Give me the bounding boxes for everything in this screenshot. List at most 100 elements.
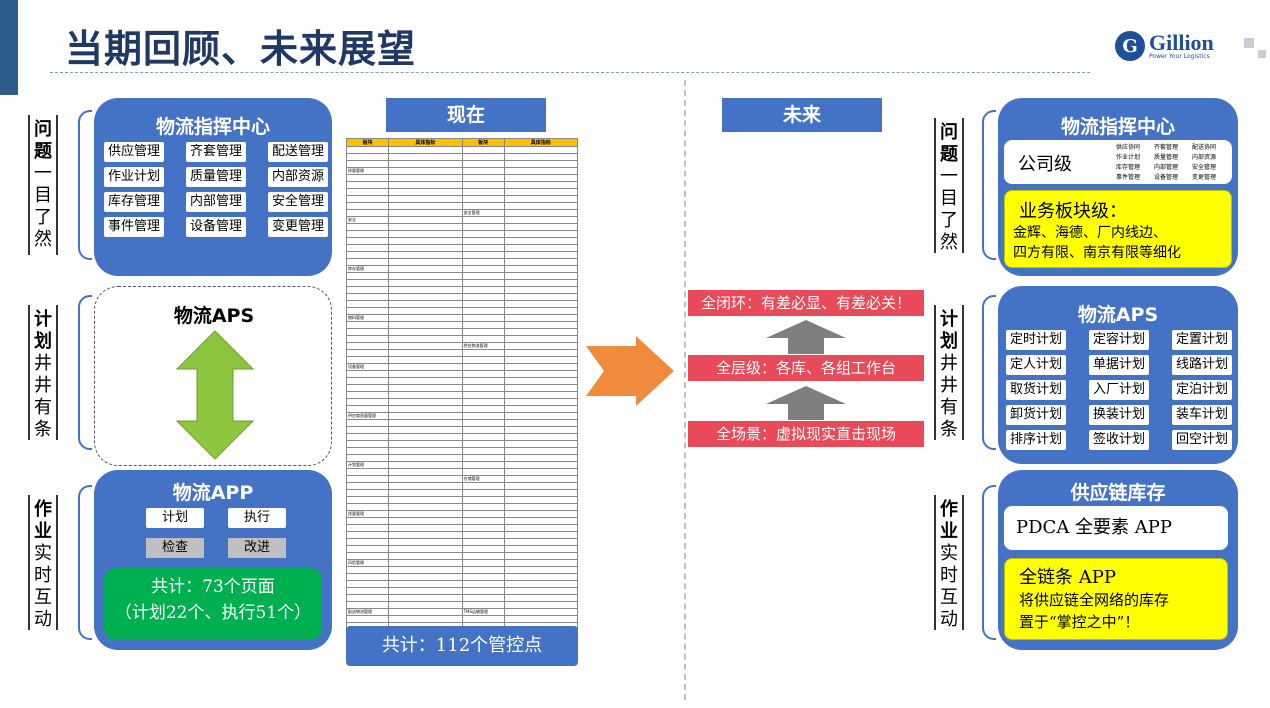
table-cell bbox=[346, 405, 390, 413]
table-cell bbox=[346, 587, 390, 595]
table-row bbox=[346, 335, 578, 343]
aps-plan-item[interactable]: 定置计划 bbox=[1172, 330, 1232, 350]
table-cell bbox=[388, 370, 463, 378]
command-center-item[interactable]: 齐套管理 bbox=[186, 142, 246, 162]
aps-plan-item[interactable]: 装车计划 bbox=[1172, 405, 1232, 425]
aps-plan-item[interactable]: 回空计划 bbox=[1172, 430, 1232, 450]
table-cell bbox=[346, 370, 390, 378]
table-cell bbox=[346, 454, 390, 462]
command-center-item[interactable]: 变更管理 bbox=[268, 217, 328, 237]
command-center-item[interactable]: 作业计划 bbox=[104, 167, 164, 187]
table-cell bbox=[503, 370, 578, 378]
improve-button[interactable]: 改进 bbox=[228, 538, 286, 558]
table-cell bbox=[503, 279, 578, 287]
command-center-item[interactable]: 内部资源 bbox=[268, 167, 328, 187]
aps-plan-item[interactable]: 定容计划 bbox=[1089, 330, 1149, 350]
table-cell bbox=[346, 251, 390, 259]
left-app-panel: 物流APP 计划 执行 检查 改进 共计：73个页面 （计划22个、执行51个） bbox=[94, 470, 332, 650]
table-cell: 仓储管理 bbox=[461, 475, 505, 483]
table-cell bbox=[388, 398, 463, 406]
table-row: 仓储管理 bbox=[346, 475, 578, 483]
table-row bbox=[346, 377, 578, 385]
execute-button[interactable]: 执行 bbox=[228, 508, 286, 528]
company-level-item: 库存管理 bbox=[1116, 164, 1141, 171]
table-cell: 风险管理 bbox=[346, 559, 390, 567]
table-cell bbox=[346, 594, 390, 602]
table-cell bbox=[461, 356, 505, 364]
command-center-item[interactable]: 质量管理 bbox=[186, 167, 246, 187]
table-cell bbox=[461, 573, 505, 581]
table-cell bbox=[346, 377, 390, 385]
table-cell bbox=[461, 300, 505, 308]
table-cell bbox=[503, 272, 578, 280]
table-cell bbox=[388, 419, 463, 427]
table-row: 质量管理 bbox=[346, 167, 578, 175]
aps-plan-item[interactable]: 定泊计划 bbox=[1172, 380, 1232, 400]
table-cell bbox=[503, 174, 578, 182]
aps-plan-item[interactable]: 单据计划 bbox=[1089, 355, 1149, 375]
table-cell: 物料管理 bbox=[346, 314, 390, 322]
table-cell bbox=[346, 545, 390, 553]
table-cell bbox=[503, 566, 578, 574]
table-cell bbox=[461, 272, 505, 280]
table-cell bbox=[503, 237, 578, 245]
aps-plan-item[interactable]: 签收计划 bbox=[1089, 430, 1149, 450]
table-cell bbox=[503, 503, 578, 511]
full-chain-app-box: 全链条 APP 将供应链全网络的库存 置于“掌控之中”！ bbox=[1004, 558, 1228, 640]
aps-plan-item[interactable]: 线路计划 bbox=[1172, 355, 1232, 375]
control-points-table: 板块 具体指标 板块 具体指标 质量管理安全管理安全库存管理物料管理供应物流管理… bbox=[346, 138, 578, 658]
aps-plan-item[interactable]: 换装计划 bbox=[1089, 405, 1149, 425]
table-cell bbox=[388, 237, 463, 245]
command-center-item[interactable]: 配送管理 bbox=[268, 142, 328, 162]
check-button[interactable]: 检查 bbox=[146, 538, 204, 558]
aps-plan-item[interactable]: 取货计划 bbox=[1006, 380, 1066, 400]
command-center-item[interactable]: 内部管理 bbox=[186, 192, 246, 212]
aps-plan-item[interactable]: 定人计划 bbox=[1006, 355, 1066, 375]
table-cell bbox=[388, 153, 463, 161]
panel-title: 物流指挥中心 bbox=[1060, 116, 1175, 138]
table-row bbox=[346, 272, 578, 280]
table-cell bbox=[346, 440, 390, 448]
table-cell bbox=[388, 391, 463, 399]
table-row bbox=[346, 601, 578, 609]
table-cell bbox=[461, 426, 505, 434]
command-center-item[interactable]: 安全管理 bbox=[268, 192, 328, 212]
plan-button[interactable]: 计划 bbox=[146, 508, 204, 528]
now-total-box: 共计：112个管控点 bbox=[346, 626, 578, 666]
command-center-item[interactable]: 事件管理 bbox=[104, 217, 164, 237]
command-center-item[interactable]: 供应管理 bbox=[104, 142, 164, 162]
command-center-item[interactable]: 设备管理 bbox=[186, 217, 246, 237]
aps-plan-item[interactable]: 排序计划 bbox=[1006, 430, 1066, 450]
table-cell bbox=[388, 342, 463, 350]
business-level-detail: 金辉、海德、厂内线边、 四方有限、南京有限等细化 bbox=[1013, 225, 1181, 261]
table-cell bbox=[461, 447, 505, 455]
table-cell: 质量管理 bbox=[346, 167, 390, 175]
command-center-item[interactable]: 库存管理 bbox=[104, 192, 164, 212]
table-cell bbox=[461, 538, 505, 546]
table-cell bbox=[461, 363, 505, 371]
table-cell bbox=[388, 293, 463, 301]
table-cell bbox=[388, 601, 463, 609]
table-cell bbox=[503, 608, 578, 616]
logo-name: Gillion bbox=[1149, 29, 1214, 55]
table-cell bbox=[388, 146, 463, 154]
table-cell bbox=[346, 475, 390, 483]
table-cell bbox=[503, 223, 578, 231]
table-row bbox=[346, 188, 578, 196]
table-cell bbox=[346, 307, 390, 315]
table-cell bbox=[346, 426, 390, 434]
aps-plan-item[interactable]: 卸货计划 bbox=[1006, 405, 1066, 425]
aps-plan-item[interactable]: 定时计划 bbox=[1006, 330, 1066, 350]
table-row bbox=[346, 594, 578, 602]
table-row bbox=[346, 566, 578, 574]
aps-plan-item[interactable]: 入厂计划 bbox=[1089, 380, 1149, 400]
table-cell bbox=[461, 223, 505, 231]
table-cell bbox=[346, 160, 390, 168]
table-cell bbox=[461, 552, 505, 560]
table-cell bbox=[503, 496, 578, 504]
table-cell bbox=[503, 188, 578, 196]
table-cell bbox=[388, 615, 463, 623]
table-cell bbox=[388, 321, 463, 329]
table-cell bbox=[503, 328, 578, 336]
table-cell bbox=[388, 265, 463, 273]
